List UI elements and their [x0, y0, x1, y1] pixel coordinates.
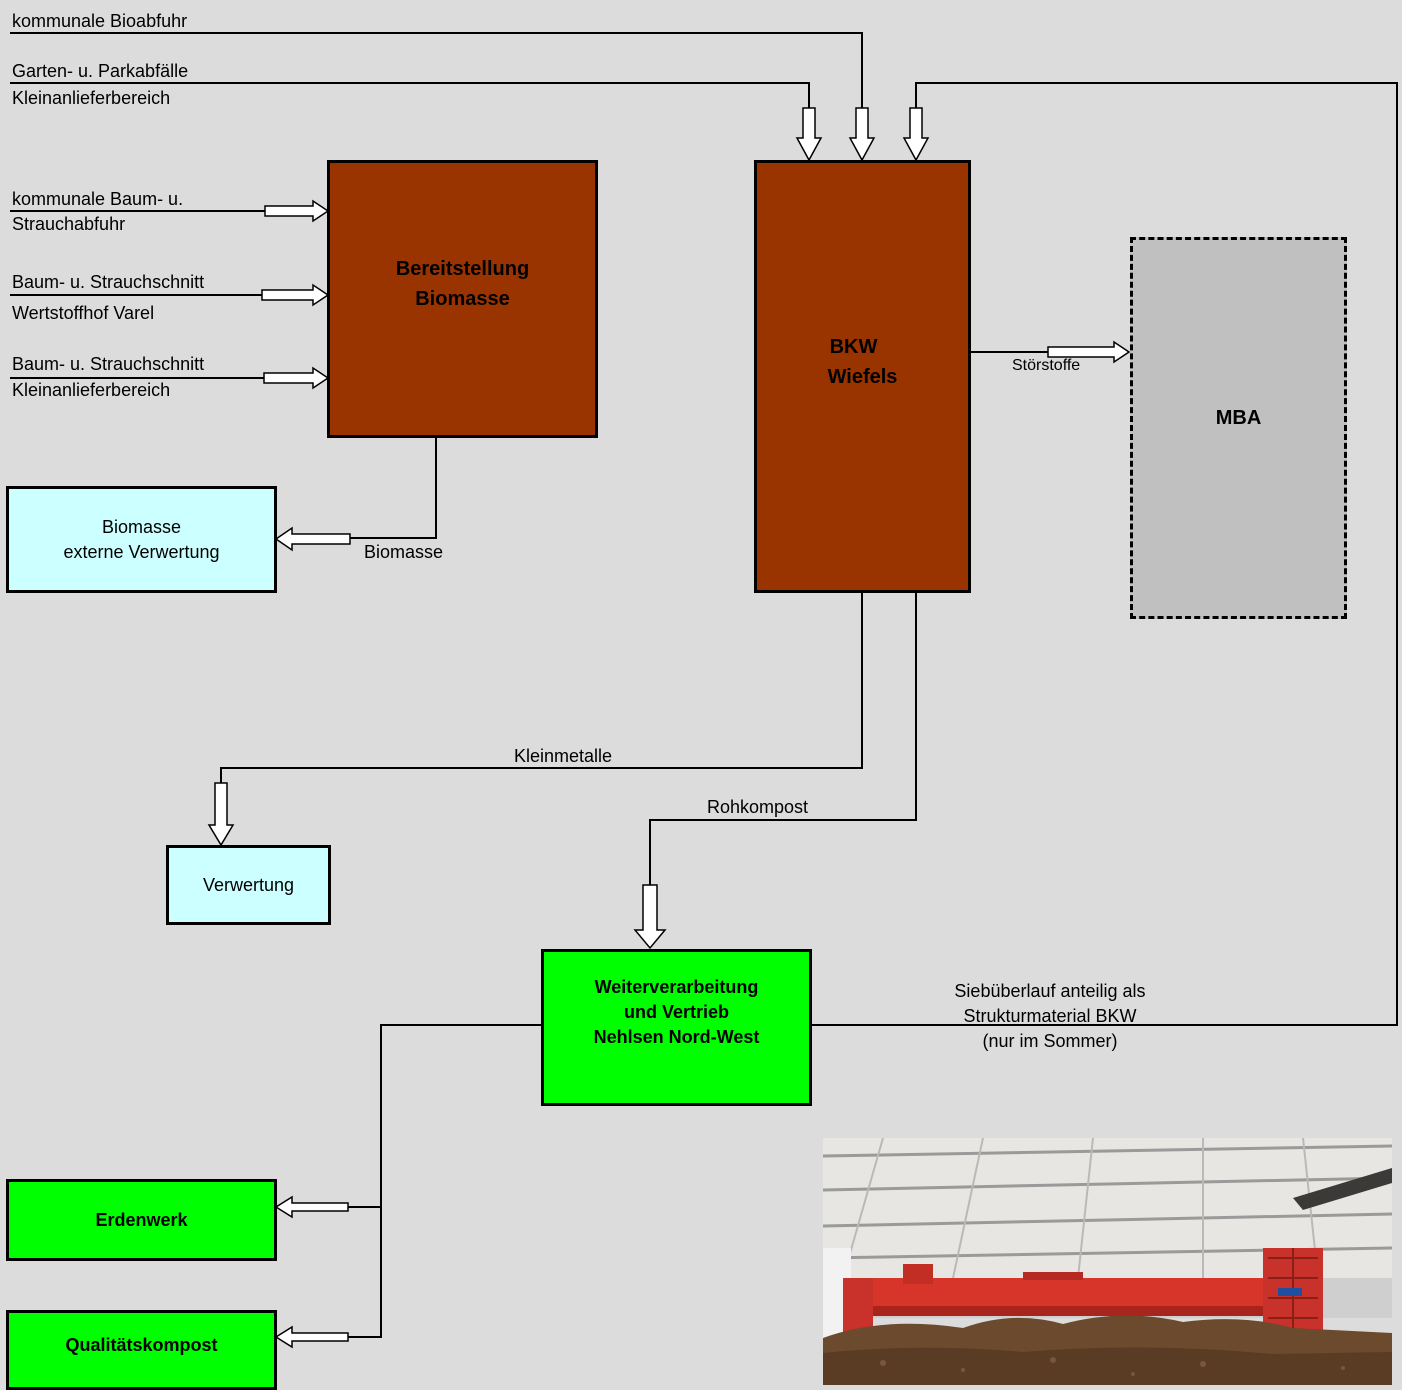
- arrow-garten: [795, 107, 823, 162]
- box-erdenwerk: Erdenwerk: [6, 1179, 277, 1261]
- box-biomasse-line1: Biomasse: [101, 516, 182, 537]
- label-sieb-line2: Strukturmaterial BKW: [963, 1006, 1137, 1026]
- label-flow-biomasse: Biomasse: [364, 542, 444, 562]
- line-garten: [10, 82, 810, 108]
- line-biomasse: [350, 437, 437, 539]
- arrow-baum1: [264, 199, 330, 223]
- box-verwertung: Verwertung: [166, 845, 331, 925]
- line-bioabfuhr: [10, 32, 863, 108]
- label-garten-parkabfaelle: Garten- u. Parkabfälle: [12, 61, 189, 81]
- box-biomasse-line2: externe Verwertung: [63, 541, 220, 562]
- label-kommunale-bioabfuhr: kommunale Bioabfuhr: [12, 11, 188, 31]
- arrow-erdenwerk: [274, 1195, 349, 1219]
- label-garten-kleinanlieferbereich: Kleinanlieferbereich: [12, 88, 171, 108]
- label-flow-stoerstoffe: Störstoffe: [1012, 357, 1081, 374]
- box-weiterverarbeitung: Weiterverarbeitung und Vertrieb Nehlsen …: [541, 949, 812, 1106]
- line-rohkompost: [649, 592, 917, 885]
- arrow-bioabfuhr: [848, 107, 876, 162]
- label-sieb-line3: (nur im Sommer): [982, 1031, 1118, 1051]
- label-sieb-line1: Siebüberlauf anteilig als: [954, 981, 1146, 1001]
- label-wertstoffhof-varel: Wertstoffhof Varel: [12, 303, 155, 323]
- box-bereitstellung-biomasse: Bereitstellung Biomasse: [327, 160, 598, 438]
- label-baum-strauchschnitt-1: Baum- u. Strauchschnitt: [12, 272, 205, 292]
- label-kommunale-baum: kommunale Baum- u.: [12, 189, 184, 209]
- box-bereitstellung-line1: Bereitstellung: [395, 258, 530, 280]
- composting-hall-illustration: [823, 1138, 1392, 1385]
- box-bkw-line1: BKW: [829, 335, 878, 358]
- label-baum-strauchschnitt-2: Baum- u. Strauchschnitt: [12, 354, 205, 374]
- label-kleinanlieferbereich-2: Kleinanlieferbereich: [12, 380, 171, 400]
- box-bkw-wiefels: BKW Wiefels: [754, 160, 971, 593]
- label-strauchabfuhr: Strauchabfuhr: [12, 214, 126, 234]
- arrow-baum2: [261, 283, 330, 307]
- box-weiter-line2: und Vertrieb: [623, 1002, 729, 1022]
- box-erdenwerk-label: Erdenwerk: [95, 1209, 188, 1230]
- arrow-biomasse: [274, 526, 351, 552]
- label-flow-rohkompost: Rohkompost: [707, 797, 809, 817]
- arrow-rohkompost: [633, 884, 667, 950]
- arrow-sieb: [902, 107, 930, 162]
- arrow-qualitaet: [274, 1325, 349, 1349]
- line-siebueberlauf: [810, 82, 1398, 1026]
- box-qualitaetskompost: Qualitätskompost: [6, 1310, 277, 1390]
- arrow-stoerstoffe: [1047, 340, 1131, 364]
- line-kleinmetalle: [220, 592, 863, 783]
- box-qualitaet-label: Qualitätskompost: [65, 1334, 218, 1355]
- arrow-baum3: [263, 366, 330, 390]
- box-biomasse-externe-verwertung: Biomasse externe Verwertung: [6, 486, 277, 593]
- box-bereitstellung-line2: Biomasse: [415, 288, 510, 310]
- line-outputs: [348, 1024, 542, 1338]
- label-flow-kleinmetalle: Kleinmetalle: [514, 746, 613, 766]
- box-weiter-line3: Nehlsen Nord-West: [593, 1027, 760, 1047]
- box-mba: MBA: [1130, 237, 1347, 619]
- arrow-kleinmetalle: [207, 782, 235, 847]
- composting-hall-photo: [823, 1138, 1392, 1385]
- box-verwertung-label: Verwertung: [202, 874, 295, 895]
- label-flow-siebueberlauf: Siebüberlauf anteilig als Strukturmateri…: [900, 979, 1200, 1054]
- box-bkw-line2: Wiefels: [827, 365, 898, 388]
- box-weiter-line1: Weiterverarbeitung: [594, 977, 759, 997]
- box-mba-label: MBA: [1215, 407, 1262, 429]
